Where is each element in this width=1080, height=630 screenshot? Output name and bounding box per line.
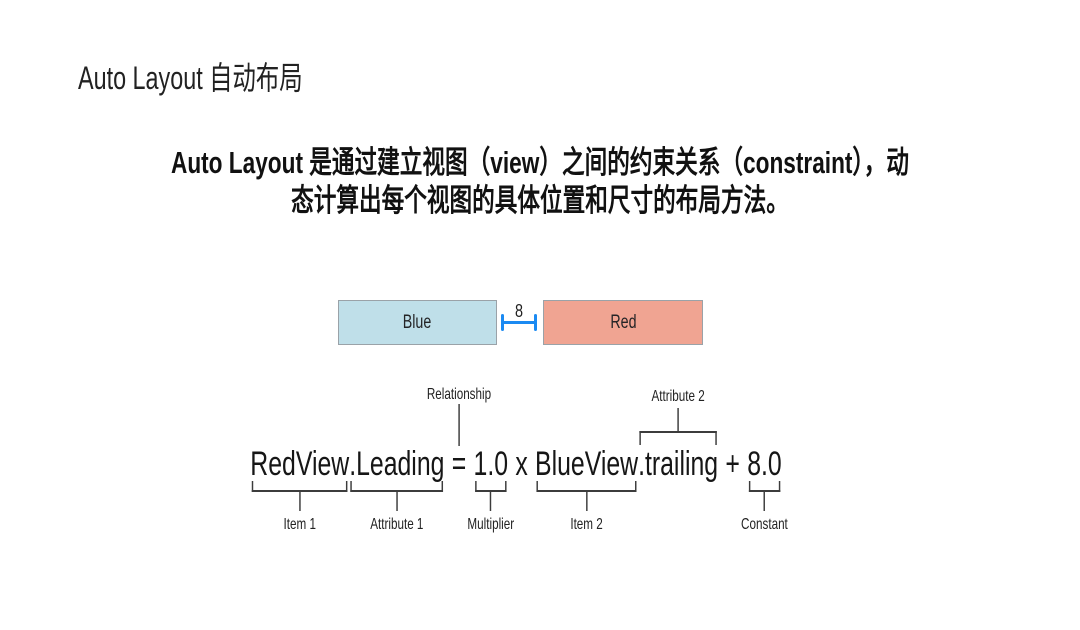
attribute2-stem — [677, 408, 679, 433]
spacing-connector-right-cap-icon — [534, 314, 537, 331]
equation-text-multiplier: 1.0 — [473, 445, 509, 483]
intro-line-1: Auto Layout 是通过建立视图（view）之间的约束关系（constra… — [170, 145, 910, 180]
equation-text-item1: RedView — [250, 445, 350, 483]
item1-label: Item 1 — [283, 516, 316, 533]
equation-text-attribute2: .trailing — [638, 445, 719, 483]
attribute1-stem — [396, 490, 398, 511]
multiplier-label: Multiplier — [467, 516, 515, 533]
blue-view-box: Blue — [338, 300, 497, 345]
item1-stem — [299, 490, 301, 511]
relationship-stem — [458, 404, 460, 446]
intro-paragraph: Auto Layout 是通过建立视图（view）之间的约束关系（constra… — [0, 144, 1080, 220]
equation-text-plus-sign: + — [725, 445, 740, 483]
equation-segment-multiplier: 1.0 Multiplier — [467, 445, 514, 533]
equation-segment-attribute1: .Leading Attribute 1 — [349, 445, 445, 533]
spacing-connector-left-cap-icon — [501, 314, 504, 331]
equation-segment-attribute2: .trailing Attribute 2 — [638, 389, 719, 483]
constant-stem — [763, 490, 766, 511]
page-title: Auto Layout 自动布局 — [78, 60, 303, 96]
equation-text-attribute1: .Leading — [349, 445, 445, 483]
red-view-box: Red — [543, 300, 703, 345]
spacing-connector-icon — [501, 321, 537, 324]
equation-segment-relationship: = Relationship — [427, 387, 491, 483]
equation-segment-item1: RedView Item 1 — [250, 445, 350, 533]
relationship-label: Relationship — [426, 386, 492, 403]
multiplier-stem — [490, 490, 492, 511]
equation-segment-multiply-sign: x — [515, 447, 527, 481]
equation-segment-plus-sign: + — [725, 447, 739, 481]
constant-label: Constant — [741, 516, 788, 533]
equation-text-multiply-sign: x — [515, 445, 528, 483]
constraint-equation: RedView Item 1 .Leading Attribute 1 = Re… — [250, 387, 788, 533]
blue-view-label: Blue — [403, 311, 432, 333]
equation-text-relationship: = — [451, 445, 467, 483]
red-view-label: Red — [609, 311, 637, 333]
equation-segment-constant: 8.0 Constant — [741, 445, 788, 533]
equation-segment-item2: BlueView Item 2 — [535, 445, 639, 533]
item2-stem — [585, 490, 588, 511]
intro-line-2: 态计算出每个视图的具体位置和尺寸的布局方法。 — [291, 183, 789, 218]
attribute2-bracket — [639, 431, 717, 445]
attribute2-label: Attribute 2 — [651, 388, 705, 405]
equation-text-constant: 8.0 — [747, 445, 782, 483]
item2-label: Item 2 — [570, 516, 603, 533]
equation-text-item2: BlueView — [535, 445, 639, 483]
spacing-value: 8 — [514, 301, 524, 321]
attribute1-label: Attribute 1 — [370, 516, 424, 533]
